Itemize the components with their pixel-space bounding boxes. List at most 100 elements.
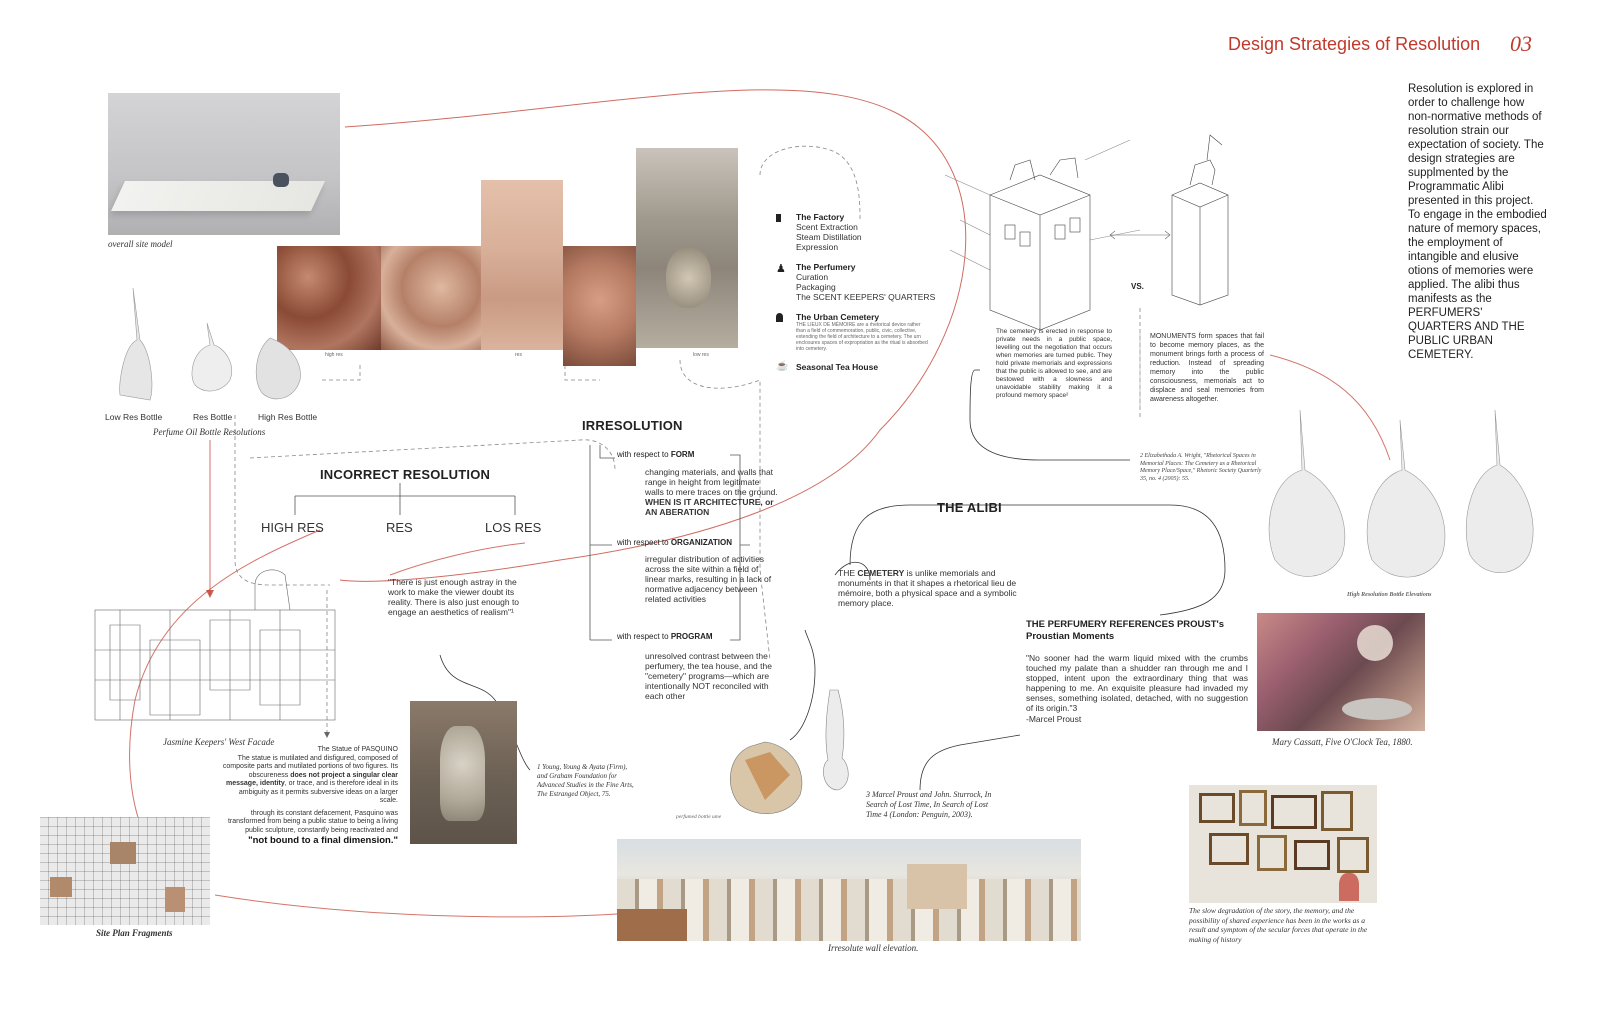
prog-label: PROGRAM	[670, 632, 713, 641]
program-title: The Urban Cemetery	[796, 312, 880, 322]
program-line: Packaging	[796, 282, 836, 292]
black-connector-2	[969, 369, 1130, 461]
texture-high-res	[277, 246, 381, 350]
low-res-label: LOS RES	[485, 520, 542, 535]
cemetery-small-text: THE LIEUX DE MÉMOIRE are a rhetorical de…	[796, 322, 928, 352]
cemetery-prefix: THE	[838, 568, 858, 578]
incorrect-res-tree	[294, 483, 516, 515]
pasquino-p1-bold: does not project a singular clear messag…	[226, 771, 398, 788]
incorrect-quote: "There is just enough astray in the work…	[388, 577, 520, 617]
intro-text: Resolution is explored in order to chall…	[1408, 83, 1547, 361]
black-connector-3	[439, 654, 531, 771]
cassatt-painting	[1257, 613, 1425, 731]
wall-elevation-caption: Irresolute wall elevation.	[828, 943, 919, 953]
monuments-note: MONUMENTS form spaces that fail to becom…	[1150, 333, 1264, 403]
prog-prefix: with respect to	[617, 632, 671, 641]
pasquino-p2-bold: "not bound to a final dimension."	[248, 835, 398, 846]
tombstone-icon	[776, 313, 783, 322]
dashed-connector	[234, 415, 330, 586]
site-model-photo	[108, 93, 340, 235]
program-item-factory: The Factory Scent Extraction Steam Disti…	[776, 212, 936, 252]
program-line: The SCENT KEEPERS' QUARTERS	[796, 292, 936, 302]
proust-quote: "No sooner had the warm liquid mixed wit…	[1026, 653, 1248, 713]
irresolution-form-label: with respect to FORM	[617, 450, 694, 459]
proust-title: THE PERFUMERY REFERENCES PROUST's	[1026, 619, 1225, 630]
org-label: ORGANIZATION	[670, 538, 732, 547]
footnote-1: 1 Young, Young & Ayata (Firm), and Graha…	[537, 763, 634, 798]
form-prefix: with respect to	[617, 450, 671, 459]
texture-high-label: high res	[325, 352, 343, 358]
texture-face	[563, 246, 636, 366]
texture-res	[381, 246, 481, 350]
red-connector-curve	[339, 89, 967, 582]
black-connector-4	[919, 734, 1021, 791]
cassatt-caption: Mary Cassatt, Five O'Clock Tea, 1880.	[1272, 737, 1413, 747]
site-model-caption: overall site model	[108, 239, 173, 249]
footnote-3: 3 Marcel Proust and John. Sturrock, In S…	[866, 790, 992, 819]
irresolute-wall-elevation	[617, 839, 1081, 941]
alibi-title: THE ALIBI	[937, 500, 1002, 515]
texture-low-label: low res	[693, 352, 709, 358]
program-title: The Perfumery	[796, 262, 856, 272]
site-plan-caption: Site Plan Fragments	[96, 928, 173, 938]
site-plan-fragments	[40, 817, 210, 925]
page-number: 03	[1510, 31, 1532, 56]
res-label: RES	[386, 520, 413, 535]
black-connector-5	[834, 561, 871, 581]
bottles-caption: Perfume Oil Bottle Resolutions	[153, 427, 266, 437]
high-res-label: HIGH RES	[261, 520, 324, 535]
irresolution-tree-2	[730, 454, 750, 641]
program-item-cemetery: The Urban Cemetery THE LIEUX DE MÉMOIRE …	[776, 312, 936, 352]
cemetery-text: is unlike memorials and monuments in tha…	[838, 568, 1017, 608]
program-list: The Factory Scent Extraction Steam Disti…	[776, 212, 936, 372]
program-item-perfumery: ♟ The Perfumery Curation Packaging The S…	[776, 262, 936, 302]
program-line: Scent Extraction	[796, 222, 858, 232]
teacup-icon: ☕	[776, 361, 789, 372]
dashed-connector-2	[249, 439, 616, 471]
irresolution-tree	[589, 445, 615, 641]
pasquino-p1: The statue is mutilated and disfigured, …	[222, 754, 398, 779]
texture-painting	[636, 148, 738, 348]
perfumer-icon: ♟	[776, 263, 786, 275]
irresolution-title: IRRESOLUTION	[582, 418, 683, 433]
degradation-caption: The slow degradation of the story, the m…	[1189, 906, 1368, 944]
factory-icon	[776, 214, 781, 222]
pasquino-p1-end: , or trace, and is therefore ideal in it…	[238, 780, 398, 804]
pasquino-statue-photo	[410, 701, 517, 844]
cemetery-bold: CEMETERY	[857, 568, 905, 578]
page-title: Design Strategies of Resolution	[1228, 34, 1481, 54]
proust-author: -Marcel Proust	[1026, 714, 1082, 724]
vs-label: VS.	[1131, 282, 1144, 291]
black-connector-6	[789, 629, 816, 741]
irresolution-form-text: changing materials, and walls that range…	[645, 467, 780, 517]
alibi-cemetery-text: THE CEMETERY is unlike memorials and mon…	[838, 568, 1028, 608]
irresolution-org-text: irregular distribution of activities acr…	[645, 554, 772, 604]
program-item-teahouse: ☕ Seasonal Tea House	[776, 361, 936, 372]
texture-skin	[481, 180, 563, 350]
facade-caption: Jasmine Keepers' West Facade	[163, 737, 275, 747]
pasquino-text: The Statue of PASQUINO The statue is mut…	[222, 746, 398, 847]
program-line: Steam Distillation	[796, 232, 862, 242]
form-text: changing materials, and walls that range…	[645, 467, 778, 497]
red-connector-curve-5	[389, 542, 526, 576]
irresolution-prog-label: with respect to PROGRAM	[617, 632, 713, 641]
dashed-connector-3	[320, 365, 361, 381]
bottle-low-label: Low Res Bottle	[105, 412, 163, 422]
irresolution-org-label: with respect to ORGANIZATION	[617, 538, 732, 547]
form-label: FORM	[670, 450, 695, 459]
perfumed-bottle-caption: perfumed bottle ume	[676, 814, 722, 820]
form-bold: WHEN IS IT ARCHITECTURE, or AN ABERATION	[645, 497, 774, 517]
hr-bottle-elevations-caption: High Resolution Bottle Elevations	[1347, 592, 1432, 598]
bottle-res-label: Res Bottle	[193, 412, 233, 422]
incorrect-resolution-title: INCORRECT RESOLUTION	[320, 467, 491, 482]
pasquino-title: The Statue of PASQUINO	[317, 746, 398, 753]
program-line: Expression	[796, 242, 839, 252]
org-prefix: with respect to	[617, 538, 671, 547]
texture-res-label: res	[515, 352, 522, 358]
dashed-connector-4	[564, 365, 600, 381]
dashed-connector-5	[759, 145, 861, 221]
cemetery-note: The cemetery is erected in response to p…	[996, 328, 1112, 399]
bottle-high-label: High Res Bottle	[258, 412, 318, 422]
irresolution-prog-text: unresolved contrast between the perfumer…	[645, 651, 772, 701]
program-title: Seasonal Tea House	[796, 362, 879, 372]
